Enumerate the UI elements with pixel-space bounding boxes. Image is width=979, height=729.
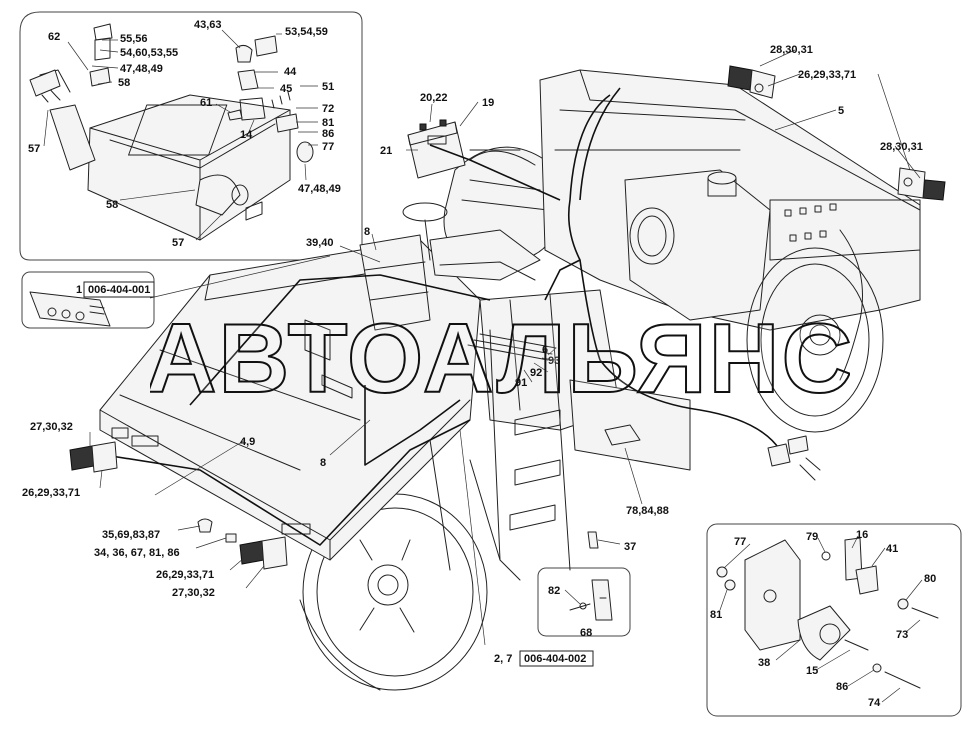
callout-73: 73 <box>896 629 908 641</box>
callout-38: 38 <box>758 657 770 669</box>
ref-1-code: 006-404-001 <box>88 284 150 296</box>
callout-86-top: 86 <box>322 128 334 140</box>
callout-28-30-31-top: 28,30,31 <box>770 44 813 56</box>
callout-21: 21 <box>380 145 392 157</box>
callout-74: 74 <box>868 697 881 709</box>
ref-1-code-box <box>83 281 155 298</box>
callout-43-63: 43,63 <box>194 19 222 31</box>
connector-block <box>767 435 821 481</box>
callout-27-30-32-lower: 27,30,32 <box>172 587 215 599</box>
callout-79: 79 <box>806 531 818 543</box>
callout-35-69-83-87: 35,69,83,87 <box>102 529 160 541</box>
ref-2-number: 2, 7 <box>494 653 512 665</box>
ref-2-code-box <box>519 650 594 667</box>
callout-81-top: 81 <box>322 117 334 129</box>
callout-77-top: 77 <box>322 141 334 153</box>
callout-labels: 62 55,56 54,60,53,55 47,48,49 58 57 43,6… <box>22 19 936 709</box>
leader-lines <box>43 29 923 703</box>
callout-26-29-33-71-rear: 26,29,33,71 <box>22 487 80 499</box>
inset-panel-bracket <box>537 567 631 637</box>
callout-58-top: 58 <box>118 77 130 89</box>
callout-92: 92 <box>530 367 542 379</box>
right-drum <box>746 247 884 433</box>
bracket-part-illustration <box>569 579 613 621</box>
callout-61: 61 <box>200 97 212 109</box>
callout-58-bottom: 58 <box>106 199 118 211</box>
callout-51: 51 <box>322 81 334 93</box>
callout-16: 16 <box>856 529 868 541</box>
callout-27-30-32-rear: 27,30,32 <box>30 421 73 433</box>
callout-19: 19 <box>482 97 494 109</box>
callout-4-9: 4,9 <box>240 436 255 448</box>
callout-62: 62 <box>48 31 60 43</box>
rear-lamps <box>69 441 288 570</box>
callout-82: 82 <box>548 585 560 597</box>
callout-68: 68 <box>580 627 592 639</box>
ref-2-code: 006-404-002 <box>524 653 586 665</box>
callout-80: 80 <box>924 573 936 585</box>
callout-34-36-67-81-86: 34, 36, 67, 81, 86 <box>94 547 180 559</box>
callout-15: 15 <box>806 665 818 677</box>
callout-72: 72 <box>322 103 334 115</box>
battery <box>407 121 466 179</box>
callout-20-22: 20,22 <box>420 92 448 104</box>
callout-37: 37 <box>624 541 636 553</box>
callout-57-top: 57 <box>28 143 40 155</box>
callout-53-54-59: 53,54,59 <box>285 26 328 38</box>
callout-47-48-49-bottom: 47,48,49 <box>298 183 341 195</box>
callout-57-bottom: 57 <box>172 237 184 249</box>
callout-86-beacon: 86 <box>836 681 848 693</box>
callout-26-29-33-71-front: 26,29,33,71 <box>798 69 856 81</box>
callout-54-60-53-55: 54,60,53,55 <box>120 47 178 59</box>
callout-8-upper: 8 <box>364 226 370 238</box>
ref-1-number: 1 <box>76 284 82 296</box>
ref-1-part-illustration <box>29 291 111 327</box>
callout-81-beacon: 81 <box>710 609 722 621</box>
wiring-harness <box>104 87 781 546</box>
callout-77-beacon: 77 <box>734 536 746 548</box>
callout-26-29-33-71-lower: 26,29,33,71 <box>156 569 214 581</box>
bolts-91-93 <box>467 333 557 361</box>
callout-14: 14 <box>240 129 253 141</box>
callout-93: 93 <box>548 355 560 367</box>
callout-28-30-31-right: 28,30,31 <box>880 141 923 153</box>
callout-44: 44 <box>284 66 297 78</box>
callout-47-48-49-top: 47,48,49 <box>120 63 163 75</box>
callout-91: 91 <box>515 377 527 389</box>
control-console-illustration <box>29 23 314 241</box>
beacon-mount-illustration <box>716 537 939 689</box>
callout-45: 45 <box>280 83 292 95</box>
callout-39-40: 39,40 <box>306 237 334 249</box>
roller-machine-illustration <box>99 69 921 691</box>
callout-6: 6 <box>542 344 548 356</box>
hydraulic-tank <box>624 169 771 321</box>
callout-55-56: 55,56 <box>120 33 148 45</box>
callout-8-lower: 8 <box>320 457 326 469</box>
callout-78-84-88: 78,84,88 <box>626 505 669 517</box>
callout-5: 5 <box>838 105 844 117</box>
callout-41: 41 <box>886 543 898 555</box>
